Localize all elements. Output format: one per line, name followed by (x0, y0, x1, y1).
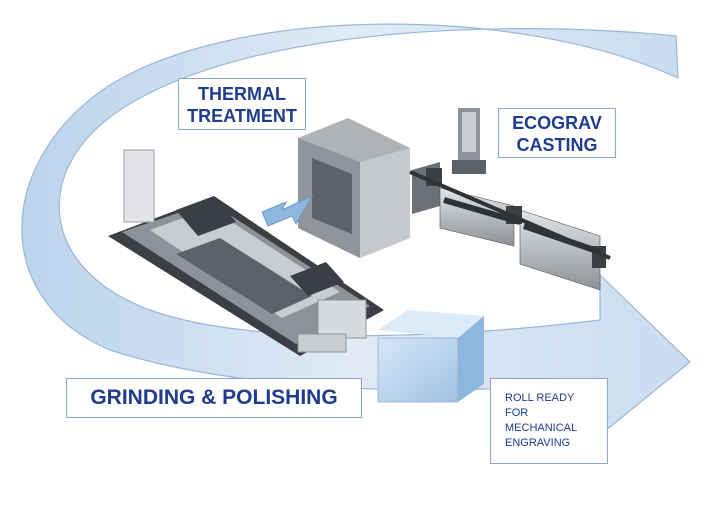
casting-machines (409, 162, 611, 291)
roll-ready-cube (377, 310, 484, 403)
thermal-treatment-line-1: THERMAL (198, 84, 286, 104)
thermal-treatment-label: THERMAL TREATMENT (178, 78, 306, 130)
ecograv-casting-line-1: ECOGRAV (512, 113, 602, 133)
roll-ready-line-2: FOR (505, 407, 529, 419)
roll-ready-line-3: MECHANICAL (505, 422, 578, 434)
transfer-arrow (261, 194, 314, 227)
ecograv-casting-label: ECOGRAV CASTING (498, 108, 616, 158)
roll-ready-label: ROLL READY FOR MECHANICAL ENGRAVING (490, 378, 608, 464)
grinding-machine (108, 149, 384, 356)
ecograv-casting-line-2: CASTING (516, 135, 598, 155)
furnace-unit (298, 118, 410, 258)
casting-head (452, 108, 486, 174)
roll-ready-line-4: ENGRAVING (505, 437, 571, 449)
roll-ready-line-1: ROLL READY (505, 392, 575, 404)
grinding-polishing-label: GRINDING & POLISHING (66, 378, 362, 418)
grinding-polishing-text: GRINDING & POLISHING (90, 386, 338, 409)
thermal-treatment-line-2: TREATMENT (187, 106, 297, 126)
